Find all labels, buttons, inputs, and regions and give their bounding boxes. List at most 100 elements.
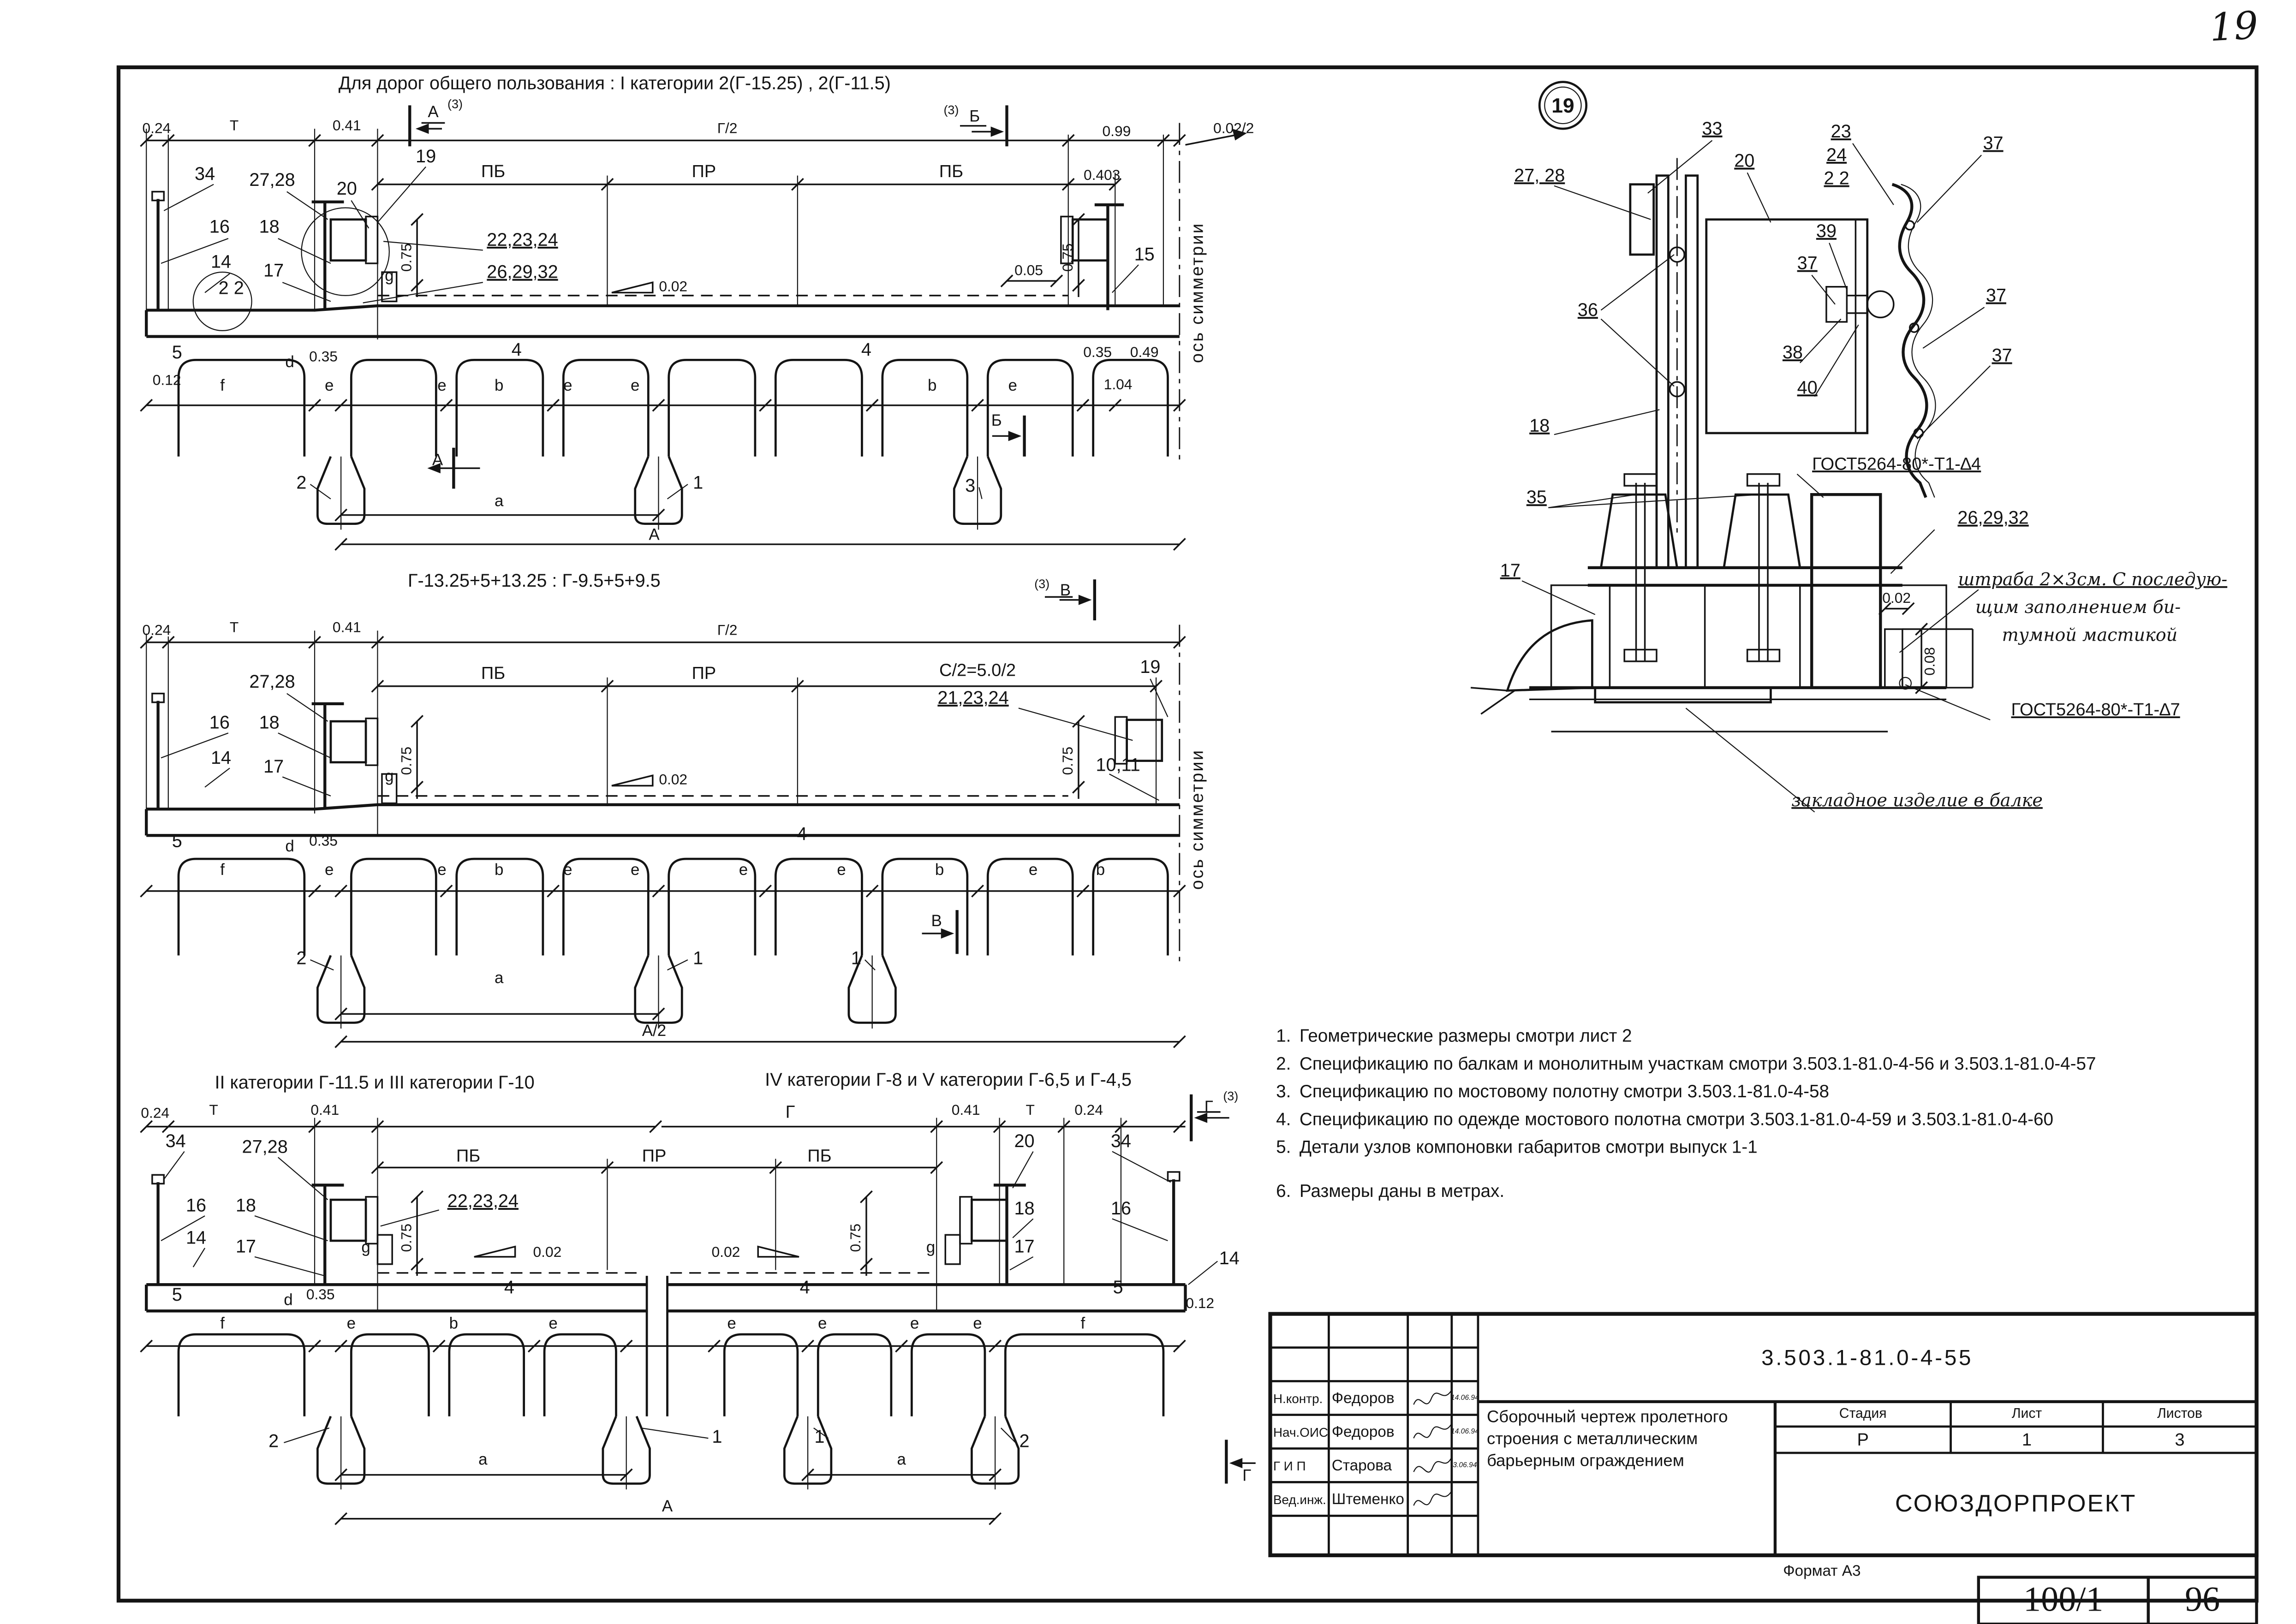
drawing-label: 17 — [1500, 560, 1521, 581]
drawing-label: 5 — [172, 1285, 182, 1305]
organization-name: СОЮЗДОРПРОЕКТ — [1895, 1490, 2137, 1517]
drawing-label: g — [361, 1238, 370, 1256]
drawing-label: 40 — [1797, 377, 1818, 398]
beam-bulbs — [316, 955, 897, 1024]
note-item: 3.Спецификацию по мостовому полотну смот… — [1276, 1081, 1830, 1102]
drawing-label: 27,28 — [249, 672, 295, 692]
drawing-label: 2 — [268, 1431, 279, 1451]
note-item: 4.Спецификацию по одежде мостового полот… — [1276, 1109, 2054, 1130]
drawing-label: Т — [209, 1101, 218, 1118]
drawing-label: 0.24 — [141, 1105, 169, 1121]
drawing-label: ПБ — [807, 1147, 831, 1166]
drawing-label: e — [563, 861, 572, 879]
drawing-label: 17 — [1014, 1236, 1034, 1256]
drawing-label: А — [432, 451, 443, 469]
beam-arches — [177, 857, 1169, 956]
drawing-label: 20 — [1014, 1131, 1034, 1151]
drawing-label: e — [1029, 861, 1038, 879]
drawing-label: С/2=5.0/2 — [939, 661, 1016, 680]
drawing-label: 0.75 — [398, 243, 414, 272]
drawing-label: 18 — [1014, 1198, 1034, 1219]
drawing-label: 1 — [851, 948, 861, 968]
drawing-label: 16 — [209, 713, 230, 733]
drawing-label: 5 — [1113, 1277, 1123, 1297]
stage-label: Стадия — [1839, 1406, 1887, 1422]
drawing-label: 1 — [693, 473, 703, 493]
sheet-frame — [116, 65, 2259, 1603]
beam-bulbs — [316, 1416, 1020, 1485]
sig-date: 14.06.94 — [1450, 1394, 1479, 1402]
drawing-label: d — [285, 837, 294, 855]
drawing-label: А — [662, 1497, 673, 1515]
drawing-label: Б — [991, 411, 1002, 429]
drawing-label: ПБ — [481, 664, 505, 683]
drawing-label: 35 — [1527, 487, 1547, 507]
drawing-label: d — [284, 1291, 292, 1309]
drawing-label: 33 — [1702, 119, 1722, 139]
drawing-label: (3) — [1223, 1089, 1238, 1103]
drawing-label: 0.41 — [952, 1101, 980, 1118]
drawing-label: 4 — [797, 824, 807, 844]
drawing-label: 18 — [236, 1196, 256, 1216]
sig-role: Вед.инж. — [1273, 1492, 1326, 1506]
title-block-grid — [1268, 1312, 2259, 1624]
detail-callout-circle — [192, 271, 252, 332]
drawing-label: 0.75 — [1059, 243, 1076, 272]
drawing-label: 10,11 — [1096, 755, 1140, 775]
note-item: 5.Детали узлов компоновки габаритов смот… — [1276, 1137, 1758, 1158]
drawing-label: 5 — [172, 831, 182, 851]
drawing-label: 14 — [1219, 1248, 1240, 1268]
drawing-label: 37 — [1986, 285, 2006, 305]
drawing-label: 34 — [1111, 1131, 1131, 1151]
drawing-label: 1.04 — [1104, 376, 1133, 393]
sheets-label: Листов — [2157, 1406, 2202, 1422]
drawing-label: 2 — [296, 473, 306, 493]
drawing-label: f — [1081, 1314, 1085, 1332]
drawing-label: 0.02 — [1882, 589, 1911, 606]
post-plate — [1684, 174, 1699, 569]
drawing-label: 18 — [1529, 416, 1550, 436]
drawing-label: e — [1008, 376, 1017, 394]
drawing-label: ось симметрии — [1188, 222, 1207, 363]
drawing-label: d — [285, 353, 294, 371]
drawing-label: e — [563, 376, 572, 394]
drawing-label: e — [437, 861, 446, 879]
section-1-cross-section: Для дорог общего пользования : I категор… — [140, 73, 1254, 551]
drawing-label: 14 — [186, 1227, 206, 1248]
drawing-label: ПБ — [456, 1147, 480, 1166]
sig-name: Федоров — [1331, 1422, 1395, 1441]
drawing-label: e — [973, 1314, 982, 1332]
embedded-plate — [1594, 686, 1772, 704]
drawing-label: 37 — [1797, 253, 1818, 274]
drawing-label: e — [837, 861, 846, 879]
drawing-label: Т — [230, 619, 239, 635]
inventory-number: 100/1 — [2023, 1581, 2104, 1619]
drawing-label: 17 — [263, 756, 284, 777]
drawing-label: Г/2 — [717, 622, 738, 638]
drawing-title: Сборочный чертеж пролетного строения с м… — [1486, 1409, 1728, 1471]
rail-bracket — [1705, 218, 1869, 434]
sheets-value: 3 — [2175, 1429, 2185, 1450]
drawing-label: щим заполнением би- — [1975, 597, 2181, 617]
barrier-post — [311, 702, 344, 809]
drawing-label: 0.75 — [847, 1224, 864, 1252]
drawing-label: ПР — [642, 1147, 667, 1166]
drawing-label: a — [897, 1450, 906, 1468]
drawing-label: ПБ — [481, 162, 505, 181]
detail-bubble — [1538, 81, 1588, 130]
drawing-label: b — [1096, 861, 1105, 879]
drawing-label: e — [325, 376, 334, 394]
mastic-strip — [1884, 628, 1903, 689]
drawing-label: 0.24 — [1074, 1101, 1103, 1118]
anchor-pads — [1599, 493, 1801, 569]
drawing-label: 18 — [259, 216, 280, 237]
drawing-label: e — [727, 1314, 736, 1332]
drawing-label: ГОСТ5264-80*-Т1-∆7 — [2011, 700, 2180, 720]
drawing-label: Г-13.25+5+13.25 : Г-9.5+5+9.5 — [408, 571, 661, 591]
drawing-label: e — [631, 861, 639, 879]
drawing-label: 0.41 — [333, 117, 361, 133]
drawing-label: 26,29,32 — [487, 262, 558, 282]
drawing-label: 27,28 — [242, 1137, 288, 1157]
